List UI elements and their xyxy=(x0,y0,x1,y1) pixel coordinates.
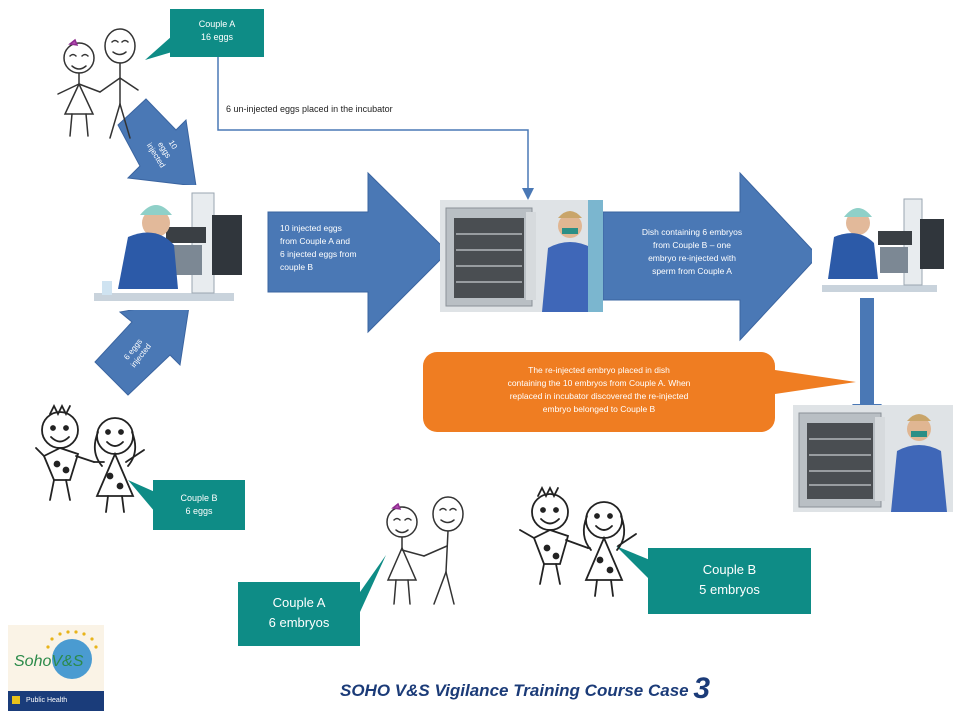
soho-vs-logo: SohoV&S Public Health xyxy=(8,625,104,711)
uninjected-eggs-arrowhead xyxy=(522,188,534,200)
big-arrow-1 xyxy=(267,171,449,334)
callout-incident: The re-injected embryo placed in dish co… xyxy=(426,364,772,416)
callout-couple-b-embryos-shape xyxy=(616,546,811,614)
big-arrow-1-text: 10 injected eggs from Couple A and 6 inj… xyxy=(280,222,390,274)
couple-a-figures-bottom xyxy=(386,496,464,605)
callout-couple-a-embryos-shape xyxy=(238,555,386,646)
big-arrow-2 xyxy=(602,171,819,342)
incubator-photo-center xyxy=(440,200,603,312)
big-arrow-1-line4: couple B xyxy=(280,262,314,272)
microscope-illustration-right xyxy=(812,195,947,298)
injected-b-arrow xyxy=(94,299,191,396)
vertical-arrow xyxy=(852,292,882,422)
microscope-illustration xyxy=(82,185,247,310)
couple-b-figures-left xyxy=(35,403,145,513)
callout-couple-b-eggs-line2: 6 eggs xyxy=(185,506,213,516)
callout-couple-a-eggs: Couple A 16 eggs xyxy=(170,18,264,44)
callout-incident-line1: The re-injected embryo placed in dish xyxy=(528,365,670,375)
big-arrow-2-line4: sperm from Couple A xyxy=(652,266,732,276)
callout-couple-a-eggs-shape xyxy=(145,9,264,60)
couple-a-figures-top xyxy=(57,28,139,139)
callout-couple-b-eggs-shape xyxy=(128,480,245,530)
callout-couple-b-eggs: Couple B 6 eggs xyxy=(153,492,245,518)
big-arrow-1-line1: 10 injected eggs xyxy=(280,223,342,233)
big-arrow-1-line2: from Couple A and xyxy=(280,236,350,246)
callout-couple-b-embryos-line2: 5 embryos xyxy=(699,582,760,597)
microscope-lab-photo-right xyxy=(812,195,947,298)
big-arrow-2-line1: Dish containing 6 embryos xyxy=(641,227,743,237)
big-arrow-1-line3: 6 injected eggs from xyxy=(280,249,357,259)
big-arrow-2-text: Dish containing 6 embryos from Couple B … xyxy=(612,226,772,278)
public-health-bar: Public Health xyxy=(8,691,104,711)
soho-logo-text: SohoV&S xyxy=(14,653,84,670)
uninjected-eggs-label: 6 un-injected eggs placed in the incubat… xyxy=(226,104,393,114)
microscope-lab-photo-left xyxy=(82,185,247,310)
callout-couple-a-eggs-line2: 16 eggs xyxy=(200,32,234,42)
soho-logo-mark xyxy=(46,630,98,679)
eu-flag-icon xyxy=(12,696,20,705)
callout-incident-shape xyxy=(423,352,856,432)
big-arrow-2-line2: from Couple B – one xyxy=(653,240,731,250)
incubator-illustration xyxy=(440,200,603,312)
callout-couple-b-eggs-line1: Couple B xyxy=(180,493,218,503)
callout-incident-line2: containing the 10 embryos from Couple A.… xyxy=(507,378,691,388)
case-number: 3 xyxy=(693,672,711,705)
uninjected-eggs-line xyxy=(217,57,529,190)
callout-couple-a-embryos-line1: Couple A xyxy=(272,595,326,610)
callout-couple-a-embryos: Couple A 6 embryos xyxy=(238,593,360,633)
big-arrow-2-line3: embryo re-injected with xyxy=(648,253,736,263)
callout-couple-a-embryos-line2: 6 embryos xyxy=(268,615,330,630)
public-health-text: Public Health xyxy=(25,697,68,704)
course-title: SOHO V&S Vigilance Training Course Case … xyxy=(340,672,710,706)
callout-couple-a-eggs-line1: Couple A xyxy=(198,19,236,29)
callout-couple-b-embryos: Couple B 5 embryos xyxy=(648,560,811,600)
course-title-text: SOHO V&S Vigilance Training Course Case xyxy=(340,681,694,700)
callout-incident-line4: embryo belonged to Couple B xyxy=(542,404,656,414)
couple-b-figures-bottom xyxy=(519,485,637,597)
injected-a-arrow xyxy=(117,98,197,187)
callout-couple-b-embryos-line1: Couple B xyxy=(702,562,757,577)
callout-incident-line3: replaced in incubator discovered the re-… xyxy=(509,391,689,401)
incubator-photo-bottom-right xyxy=(793,405,953,512)
incubator-illustration-bottom xyxy=(793,405,953,512)
